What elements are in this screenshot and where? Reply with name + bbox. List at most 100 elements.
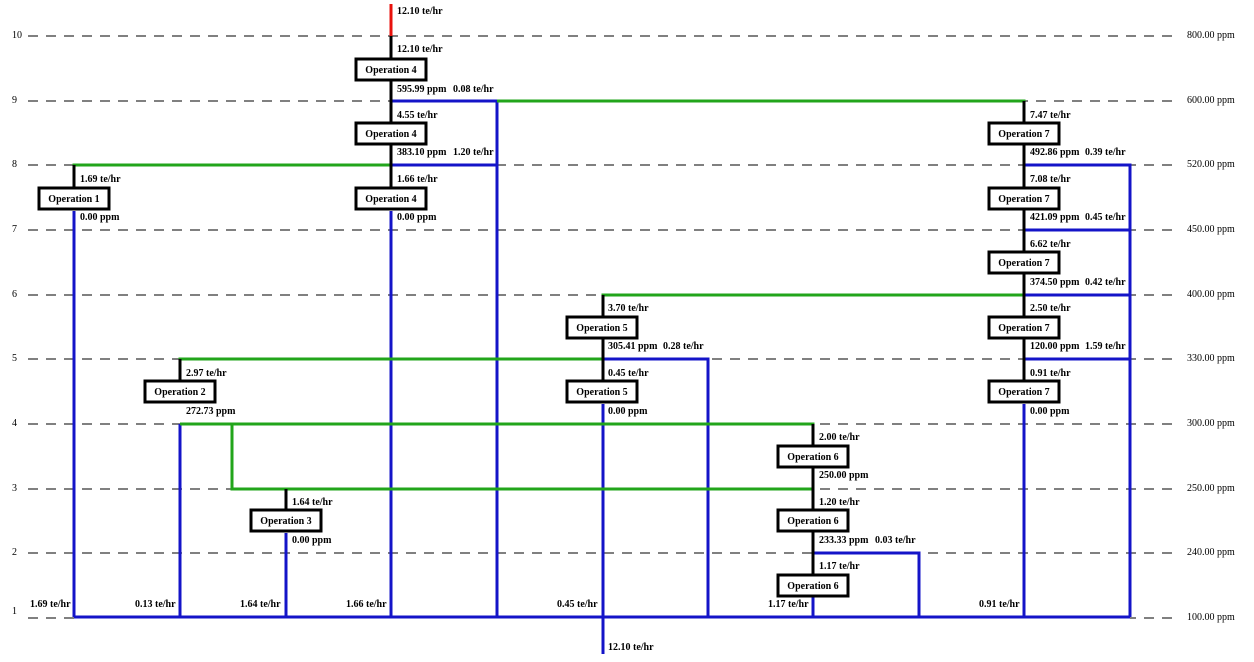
level-number: 10 — [12, 30, 22, 41]
level-number: 7 — [12, 224, 17, 235]
flow-label: 2.97 te/hr — [186, 368, 227, 379]
operation-box: Operation 1 — [37, 186, 111, 211]
flow-label: 305.41 ppm — [608, 341, 658, 352]
operation-label: Operation 7 — [998, 258, 1049, 269]
flow-label: 233.33 ppm — [819, 535, 869, 546]
flow-label: 2.00 te/hr — [819, 432, 860, 443]
operation-box: Operation 4 — [354, 186, 428, 211]
level-number: 5 — [12, 353, 17, 364]
operation-label: Operation 7 — [998, 194, 1049, 205]
flow-label: 1.69 te/hr — [80, 174, 121, 185]
flow-label: 383.10 ppm — [397, 147, 447, 158]
level-numbers: 10 9 8 7 6 5 4 3 2 1 — [12, 30, 22, 617]
operation-box: Operation 5 — [565, 315, 639, 340]
flow-label: 0.42 te/hr — [1085, 277, 1126, 288]
level-ppm: 100.00 ppm — [1187, 612, 1235, 623]
flow-label: 1.17 te/hr — [819, 561, 860, 572]
flow-label: 0.28 te/hr — [663, 341, 704, 352]
level-concentrations: 800.00 ppm 600.00 ppm 520.00 ppm 450.00 … — [1187, 30, 1235, 623]
level-number: 9 — [12, 95, 17, 106]
flow-label: 1.59 te/hr — [1085, 341, 1126, 352]
flow-label: 1.69 te/hr — [30, 599, 71, 610]
flow-label: 374.50 ppm — [1030, 277, 1080, 288]
level-ppm: 250.00 ppm — [1187, 483, 1235, 494]
flow-label: 0.00 ppm — [608, 406, 648, 417]
flow-label: 12.10 te/hr — [397, 6, 443, 17]
flow-label: 1.20 te/hr — [819, 497, 860, 508]
flow-label: 12.10 te/hr — [608, 642, 654, 653]
operation-box: Operation 7 — [987, 315, 1061, 340]
operation-box: Operation 6 — [776, 573, 850, 598]
flow-label: 0.45 te/hr — [1085, 212, 1126, 223]
operation-box: Operation 6 — [776, 444, 850, 469]
flow-label: 272.73 ppm — [186, 406, 236, 417]
flow-label: 2.50 te/hr — [1030, 303, 1071, 314]
operation-label: Operation 4 — [365, 194, 416, 205]
flow-label: 0.45 te/hr — [557, 599, 598, 610]
operation-box: Operation 4 — [354, 121, 428, 146]
reuse-line-6 — [601, 293, 1024, 317]
level-ppm: 300.00 ppm — [1187, 418, 1235, 429]
flow-label: 4.55 te/hr — [397, 110, 438, 121]
operation-box: Operation 7 — [987, 250, 1061, 275]
operation-box: Operation 7 — [987, 121, 1061, 146]
level-number: 8 — [12, 159, 17, 170]
level-ppm: 330.00 ppm — [1187, 353, 1235, 364]
flow-label: 1.64 te/hr — [240, 599, 281, 610]
flow-label: 6.62 te/hr — [1030, 239, 1071, 250]
flow-label: 0.39 te/hr — [1085, 147, 1126, 158]
operation-label: Operation 4 — [365, 65, 416, 76]
operation-label: Operation 5 — [576, 387, 627, 398]
flow-label: 421.09 ppm — [1030, 212, 1080, 223]
operation-label: Operation 7 — [998, 129, 1049, 140]
level-ppm: 800.00 ppm — [1187, 30, 1235, 41]
operation-label: Operation 2 — [154, 387, 205, 398]
operation-label: Operation 7 — [998, 323, 1049, 334]
reuse-line-3-op3 — [232, 487, 288, 511]
flow-label: 0.45 te/hr — [608, 368, 649, 379]
operation-label: Operation 4 — [365, 129, 416, 140]
flow-label: 0.91 te/hr — [979, 599, 1020, 610]
flow-label: 0.03 te/hr — [875, 535, 916, 546]
reuse-line-8 — [72, 163, 391, 188]
wastewater-branch-op5 — [603, 357, 710, 617]
flow-label: 0.00 ppm — [292, 535, 332, 546]
level-ppm: 450.00 ppm — [1187, 224, 1235, 235]
level-number: 1 — [12, 606, 17, 617]
flow-label: 3.70 te/hr — [608, 303, 649, 314]
level-number: 6 — [12, 289, 17, 300]
flow-label: 0.91 te/hr — [1030, 368, 1071, 379]
flow-label: 1.17 te/hr — [768, 599, 809, 610]
operation-box: Operation 6 — [776, 508, 850, 533]
flow-label: 250.00 ppm — [819, 470, 869, 481]
flow-label: 0.13 te/hr — [135, 599, 176, 610]
reuse-network — [72, 99, 1026, 511]
operation-box: Operation 7 — [987, 379, 1061, 404]
flow-label: 0.08 te/hr — [453, 84, 494, 95]
process-paths — [72, 36, 1026, 586]
operation-label: Operation 6 — [787, 516, 838, 527]
operation-box: Operation 4 — [354, 57, 428, 82]
operation-label: Operation 5 — [576, 323, 627, 334]
level-number: 3 — [12, 483, 17, 494]
flow-label: 12.10 te/hr — [397, 44, 443, 55]
reuse-line-9 — [497, 99, 1026, 124]
level-number: 4 — [12, 418, 17, 429]
level-ppm: 600.00 ppm — [1187, 95, 1235, 106]
flow-label: 492.86 ppm — [1030, 147, 1080, 158]
flow-label: 120.00 ppm — [1030, 341, 1080, 352]
operation-box: Operation 2 — [143, 379, 217, 404]
operation-box: Operation 5 — [565, 379, 639, 404]
flow-label: 0.00 ppm — [397, 212, 437, 223]
operation-box: Operation 3 — [249, 508, 323, 533]
flow-label: 595.99 ppm — [397, 84, 447, 95]
wastewater-branch-op6 — [813, 551, 921, 617]
operation-label: Operation 3 — [260, 516, 311, 527]
level-ppm: 520.00 ppm — [1187, 159, 1235, 170]
flow-label: 1.66 te/hr — [397, 174, 438, 185]
flow-label: 1.66 te/hr — [346, 599, 387, 610]
operation-label: Operation 6 — [787, 581, 838, 592]
operation-box: Operation 7 — [987, 186, 1061, 211]
flow-label: 0.00 ppm — [80, 212, 120, 223]
